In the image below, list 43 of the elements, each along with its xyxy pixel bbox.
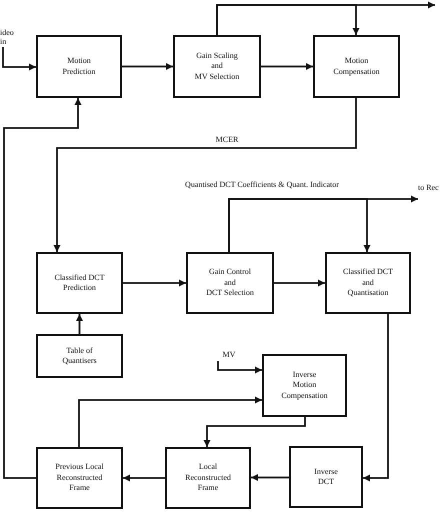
arrow <box>76 314 83 334</box>
arrow <box>217 361 262 374</box>
process-block <box>36 35 122 98</box>
block-label: Classified DCT and Quantisation <box>343 267 393 299</box>
block-label: Table of Quantisers <box>62 346 97 366</box>
arrow <box>228 198 370 252</box>
edge-label: Quantised DCT Coefficients & Quant. Indicator <box>183 180 341 190</box>
block-label: Local Reconstructed Frame <box>185 462 231 494</box>
arrow <box>363 314 389 482</box>
process-block <box>36 447 123 509</box>
process-block <box>36 334 123 378</box>
block-label: Inverse DCT <box>314 466 338 488</box>
process-block <box>262 354 347 417</box>
edge-label: MCER <box>214 135 240 145</box>
block-label: Gain Control and DCT Selection <box>206 267 254 299</box>
process-block <box>289 446 363 508</box>
process-block <box>36 252 123 314</box>
block-label: Gain Scaling and MV Selection <box>194 50 240 82</box>
process-block <box>325 252 411 314</box>
arrow <box>204 417 306 447</box>
signal-label: MV <box>216 350 242 361</box>
arrow <box>78 396 262 447</box>
process-block <box>313 35 400 98</box>
process-block <box>173 35 261 98</box>
arrow <box>123 280 186 286</box>
arrow <box>3 98 82 479</box>
destination-label: to Rec <box>418 183 441 201</box>
arrow <box>274 280 325 286</box>
arrow <box>216 4 360 35</box>
arrow <box>2 47 36 70</box>
block-label: Motion Compensation <box>333 56 380 77</box>
arrow <box>251 474 289 481</box>
block-label: Previous Local Reconstructed Frame <box>55 462 104 494</box>
block-label: Motion Prediction <box>62 56 96 77</box>
arrow <box>123 474 165 482</box>
arrow <box>261 63 313 70</box>
block-label: Inverse Motion Compensation <box>281 370 328 402</box>
block-label: Classified DCT Prediction <box>54 272 104 294</box>
input-label: ideo in <box>0 28 17 47</box>
arrow <box>54 98 357 252</box>
arrow <box>122 63 173 70</box>
process-block <box>165 447 251 509</box>
process-block <box>186 252 274 314</box>
